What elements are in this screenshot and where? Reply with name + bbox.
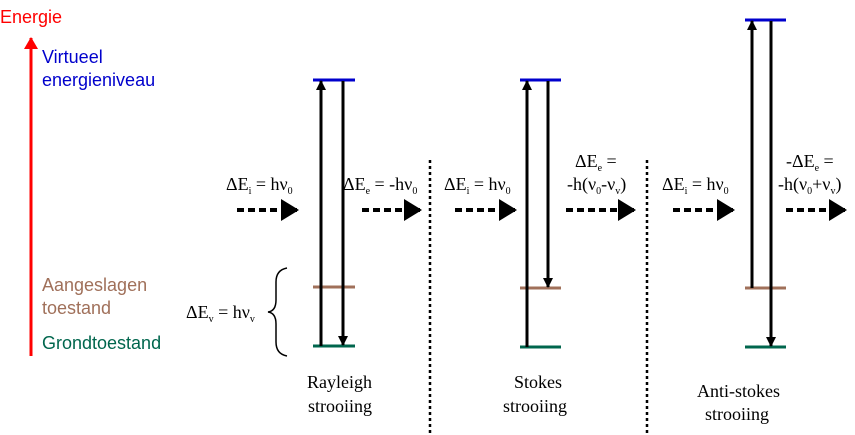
emitted-energy-formula: -h(ν0+νv) (778, 174, 841, 197)
emitted-energy-formula: -h(ν0-νv) (567, 174, 626, 197)
emitted-energy-label: ΔEe = (575, 151, 617, 174)
energy-axis-label: Energie (0, 7, 62, 27)
ground-state-label: Grondtoestand (42, 333, 161, 353)
emitted-energy-label: -ΔEe = (786, 151, 834, 174)
vibrational-energy-label: ΔEv = hνv (186, 302, 255, 325)
brace-icon (267, 267, 288, 357)
incident-energy-label: ΔEi = hν0 (226, 174, 293, 197)
incident-energy-label: ΔEi = hν0 (444, 174, 511, 197)
virtual-level-label: Virtueel energieniveau (42, 47, 155, 90)
excited-state-label: Aangeslagen toestand (42, 275, 152, 318)
emitted-energy-label: ΔEe = -hν0 (343, 174, 417, 197)
incident-energy-label: ΔEi = hν0 (662, 174, 729, 197)
